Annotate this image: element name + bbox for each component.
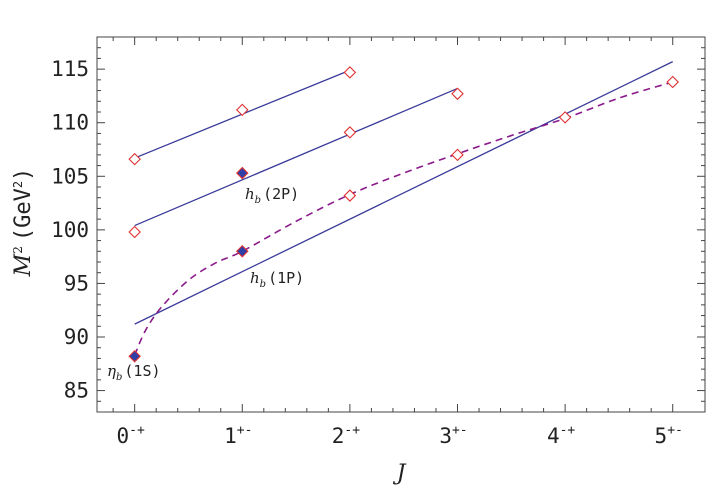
data-point-filled <box>235 166 249 180</box>
data-point <box>128 225 141 239</box>
y-tick-label: 115 <box>51 57 89 81</box>
y-tick-label: 110 <box>51 111 89 135</box>
x-tick-label: 1+- <box>224 423 252 448</box>
annotation-hb-2p: hb(2P) <box>245 185 299 206</box>
y-tick-label: 90 <box>64 325 89 349</box>
y-tick-label: 105 <box>51 164 89 188</box>
fit-line <box>134 87 458 227</box>
x-tick-label: 5+- <box>655 423 683 448</box>
data-points <box>128 66 679 363</box>
annotation-hb-1p: hb(1P) <box>250 269 304 290</box>
fit-lines <box>134 61 674 325</box>
data-point <box>343 126 357 139</box>
data-point-filled <box>235 245 249 258</box>
x-tick-label: 0-+ <box>117 423 145 448</box>
x-tick-label: 4-+ <box>547 423 575 448</box>
y-axis: 85 90 95 100 105 110 115 <box>51 47 705 403</box>
fit-line <box>134 61 674 325</box>
y-tick-label: 100 <box>51 218 89 242</box>
data-point <box>235 103 249 117</box>
y-tick-label: 85 <box>64 379 89 403</box>
data-point <box>558 111 572 124</box>
x-tick-label: 2-+ <box>332 423 360 448</box>
y-axis-label: M2(GeV2) <box>11 168 36 278</box>
data-point <box>451 87 464 101</box>
dashed-curve <box>133 81 673 356</box>
data-point-filled <box>128 350 141 363</box>
x-axis: 0-+ 1+- 2-+ 3+- 4-+ 5+- <box>112 37 683 448</box>
data-point <box>128 152 141 166</box>
x-axis-label: J <box>393 461 407 486</box>
y-tick-label: 95 <box>64 271 89 295</box>
data-point <box>343 189 357 202</box>
data-point <box>343 66 357 79</box>
x-tick-label: 3+- <box>439 423 467 448</box>
data-point <box>666 75 679 89</box>
annotation-etab-1s: ηb(1S) <box>107 362 161 383</box>
data-point <box>451 148 464 162</box>
plot-frame <box>96 36 706 413</box>
